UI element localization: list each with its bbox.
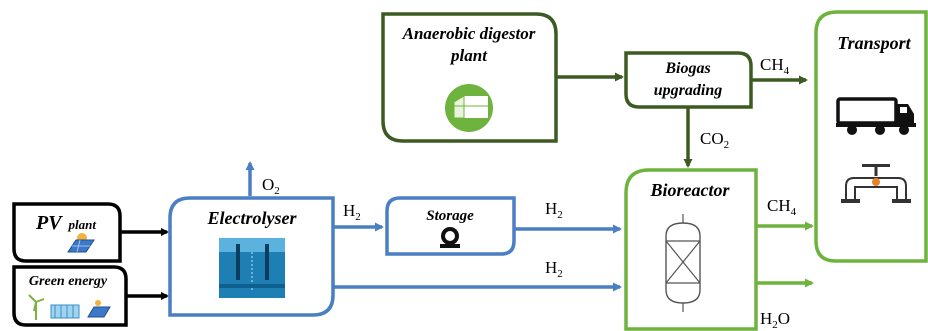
label-o2-sub: 2 bbox=[274, 185, 280, 197]
pv-title: PV plant bbox=[35, 212, 96, 234]
solar-panel-icon bbox=[87, 300, 111, 318]
label-co2-sub: 2 bbox=[724, 139, 730, 151]
anaerobic-title-line2: plant bbox=[449, 46, 488, 65]
node-green-energy: Green energy bbox=[12, 265, 128, 327]
label-o2: O2 bbox=[262, 175, 280, 197]
packed-column-icon bbox=[665, 214, 701, 312]
node-anaerobic-digestor: Anaerobic digestor plant bbox=[381, 12, 558, 143]
label-h2o-sub: 2 bbox=[772, 319, 778, 331]
node-bioreactor: Bioreactor bbox=[624, 168, 758, 331]
storage-title: Storage bbox=[426, 208, 474, 224]
label-h2o: H2O bbox=[760, 309, 790, 331]
label-h2-direct: H2 bbox=[545, 258, 563, 280]
label-ch4-sub: 4 bbox=[784, 65, 790, 77]
label-h2o-tail: O bbox=[778, 309, 790, 328]
label-h2-sb-base: H bbox=[545, 199, 557, 218]
label-h2o-base: H bbox=[760, 309, 772, 328]
anaerobic-title-line1: Anaerobic digestor bbox=[402, 24, 536, 43]
flow-arrows bbox=[120, 72, 814, 300]
electrolyser-title: Electrolyser bbox=[207, 208, 298, 228]
label-ch4-to-transport: CH4 bbox=[760, 55, 790, 77]
pv-title-sub: plant bbox=[68, 217, 97, 232]
label-h2-storage-base: H bbox=[343, 201, 355, 220]
wind-turbine-icon bbox=[28, 294, 45, 320]
upgrading-title-line1: Biogas bbox=[664, 60, 710, 77]
label-h2-to-storage: H2 bbox=[343, 201, 361, 223]
node-electrolyser: Electrolyser bbox=[168, 196, 335, 317]
bioreactor-title: Bioreactor bbox=[650, 180, 731, 200]
transport-title: Transport bbox=[837, 33, 911, 53]
label-ch4-b-sub: 4 bbox=[791, 206, 797, 218]
digestor-icon bbox=[445, 84, 493, 132]
label-h2-direct-base: H bbox=[545, 258, 557, 277]
h2-tank-icon bbox=[440, 227, 460, 248]
node-biogas-upgrading: Biogas upgrading bbox=[624, 51, 753, 109]
label-co2: CO2 bbox=[700, 129, 729, 151]
pipeline-valve-icon bbox=[841, 164, 911, 203]
node-storage: Storage bbox=[385, 196, 516, 256]
label-h2-storage-to-bioreactor: H2 bbox=[545, 199, 563, 221]
hydro-dam-icon bbox=[50, 304, 80, 319]
label-h2-storage-sub: 2 bbox=[355, 211, 361, 223]
truck-icon bbox=[836, 97, 916, 135]
label-co2-base: CO bbox=[700, 129, 724, 148]
label-h2-direct-sub: 2 bbox=[557, 268, 563, 280]
node-transport: Transport bbox=[814, 10, 928, 263]
upgrading-title-line2: upgrading bbox=[654, 82, 722, 99]
label-ch4-base: CH bbox=[760, 55, 784, 74]
pv-title-main: PV bbox=[35, 212, 63, 234]
label-ch4-from-bioreactor: CH4 bbox=[767, 196, 797, 218]
electrolysis-cell-icon bbox=[219, 238, 285, 298]
label-h2-sb-sub: 2 bbox=[557, 209, 563, 221]
solar-panel-icon bbox=[67, 233, 95, 253]
label-o2-base: O bbox=[262, 175, 274, 194]
node-pv-plant: PV plant bbox=[12, 202, 122, 263]
label-ch4-b-base: CH bbox=[767, 196, 791, 215]
green-energy-title: Green energy bbox=[29, 274, 108, 289]
